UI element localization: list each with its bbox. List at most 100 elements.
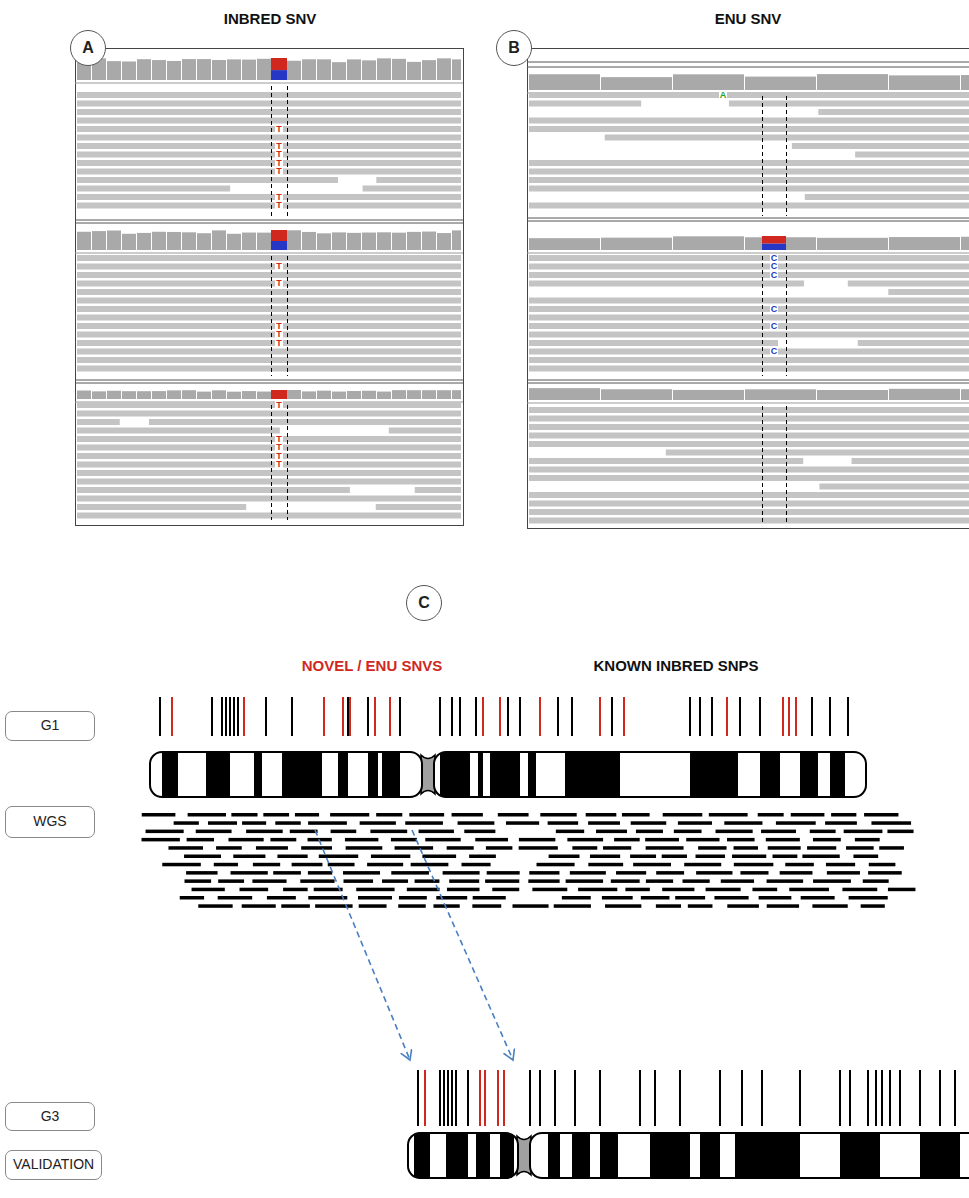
coverage-bar xyxy=(332,232,346,250)
chromosome-band xyxy=(478,752,483,797)
coverage-bar xyxy=(107,61,121,80)
coverage-bar xyxy=(107,230,121,250)
wgs-read xyxy=(239,888,268,892)
snp-tick xyxy=(799,1070,801,1126)
wgs-read xyxy=(233,855,265,859)
wgs-read xyxy=(826,863,855,867)
wgs-read xyxy=(789,888,829,892)
snp-tick xyxy=(507,697,509,736)
allele-coverage xyxy=(271,390,287,399)
wgs-read xyxy=(273,871,301,875)
chromosome-band xyxy=(368,752,378,797)
sequencing-read xyxy=(529,340,778,346)
coverage-bar xyxy=(362,391,376,399)
sequencing-read xyxy=(529,416,969,422)
coverage-bar xyxy=(392,59,406,80)
coverage-bar xyxy=(392,390,406,399)
wgs-read xyxy=(630,855,656,859)
coverage-bar xyxy=(287,61,301,80)
snp-tick xyxy=(443,1070,445,1126)
wgs-read xyxy=(216,846,242,850)
snp-tick xyxy=(479,1070,481,1126)
wgs-read xyxy=(343,879,373,883)
coverage-bar xyxy=(437,390,451,399)
coverage-bar xyxy=(107,391,121,399)
wgs-read xyxy=(425,838,460,842)
sequencing-read xyxy=(529,467,969,473)
snp-tick xyxy=(211,697,213,736)
wgs-read xyxy=(409,813,444,817)
generation-box: G1 xyxy=(5,711,95,741)
sequencing-read xyxy=(77,445,461,451)
wgs-read xyxy=(588,821,620,825)
wgs-read xyxy=(345,838,378,842)
chromosome-band xyxy=(528,752,536,797)
wgs-read xyxy=(218,879,244,883)
wgs-read xyxy=(807,846,836,850)
snp-tick xyxy=(679,1070,681,1126)
coverage-bar xyxy=(601,389,672,400)
chromosome-arm xyxy=(434,752,866,797)
wgs-read xyxy=(888,888,915,892)
wgs-read xyxy=(228,838,263,842)
coverage-bar xyxy=(332,392,346,399)
coverage-bar xyxy=(167,232,181,250)
snp-tick xyxy=(159,697,161,736)
snp-tick xyxy=(839,1070,841,1126)
locus-marker xyxy=(762,256,763,376)
sequencing-read xyxy=(888,289,969,295)
sequencing-read xyxy=(77,411,461,417)
coverage-bar xyxy=(673,74,744,90)
chromosome-band xyxy=(162,752,178,797)
snp-tick xyxy=(367,697,369,736)
snp-tick xyxy=(899,1070,901,1126)
coverage-bar xyxy=(452,59,461,80)
wgs-read xyxy=(554,904,591,908)
coverage-bar xyxy=(422,60,436,80)
snp-tick xyxy=(417,1070,419,1126)
arm-ground xyxy=(530,1133,969,1178)
coverage-bar xyxy=(422,232,436,250)
sequencing-read xyxy=(529,407,969,413)
coverage-bar xyxy=(212,390,226,399)
wgs-read xyxy=(776,821,816,825)
wgs-read xyxy=(588,863,623,867)
wgs-read xyxy=(605,904,641,908)
track-separator xyxy=(75,383,463,384)
wgs-read xyxy=(842,888,877,892)
snp-tick xyxy=(519,697,521,736)
wgs-read xyxy=(801,896,835,900)
snp-tick xyxy=(875,1070,877,1126)
coverage-baseline xyxy=(527,403,969,404)
wgs-read xyxy=(529,871,559,875)
wgs-read xyxy=(472,904,501,908)
chromosome-band xyxy=(254,752,262,797)
coverage-bar xyxy=(437,58,451,80)
wgs-read xyxy=(519,838,555,842)
snp-tick xyxy=(265,697,267,736)
wgs-read xyxy=(290,830,318,834)
wgs-read xyxy=(625,888,649,892)
inbred-snps-g1 xyxy=(160,697,848,736)
wgs-read xyxy=(696,871,732,875)
sequencing-read xyxy=(77,281,461,287)
snp-tick xyxy=(849,1070,851,1126)
coverage-bar xyxy=(257,233,271,250)
chromosome-band xyxy=(548,1133,560,1178)
wgs-read xyxy=(252,879,286,883)
coverage-bar xyxy=(317,59,331,80)
coverage-bar xyxy=(332,62,346,80)
coverage-bar xyxy=(407,390,421,399)
sequencing-read xyxy=(77,298,461,304)
sequencing-read xyxy=(77,428,280,434)
wgs-read xyxy=(727,904,759,908)
coverage-bar xyxy=(961,237,969,250)
wgs-read xyxy=(263,813,289,817)
coverage-bar xyxy=(257,392,271,399)
wgs-read xyxy=(662,855,687,859)
wgs-read xyxy=(469,855,496,859)
wgs-read xyxy=(168,846,203,850)
wgs-read xyxy=(549,855,580,859)
wgs-read xyxy=(359,904,387,908)
sequencing-read xyxy=(848,281,969,287)
